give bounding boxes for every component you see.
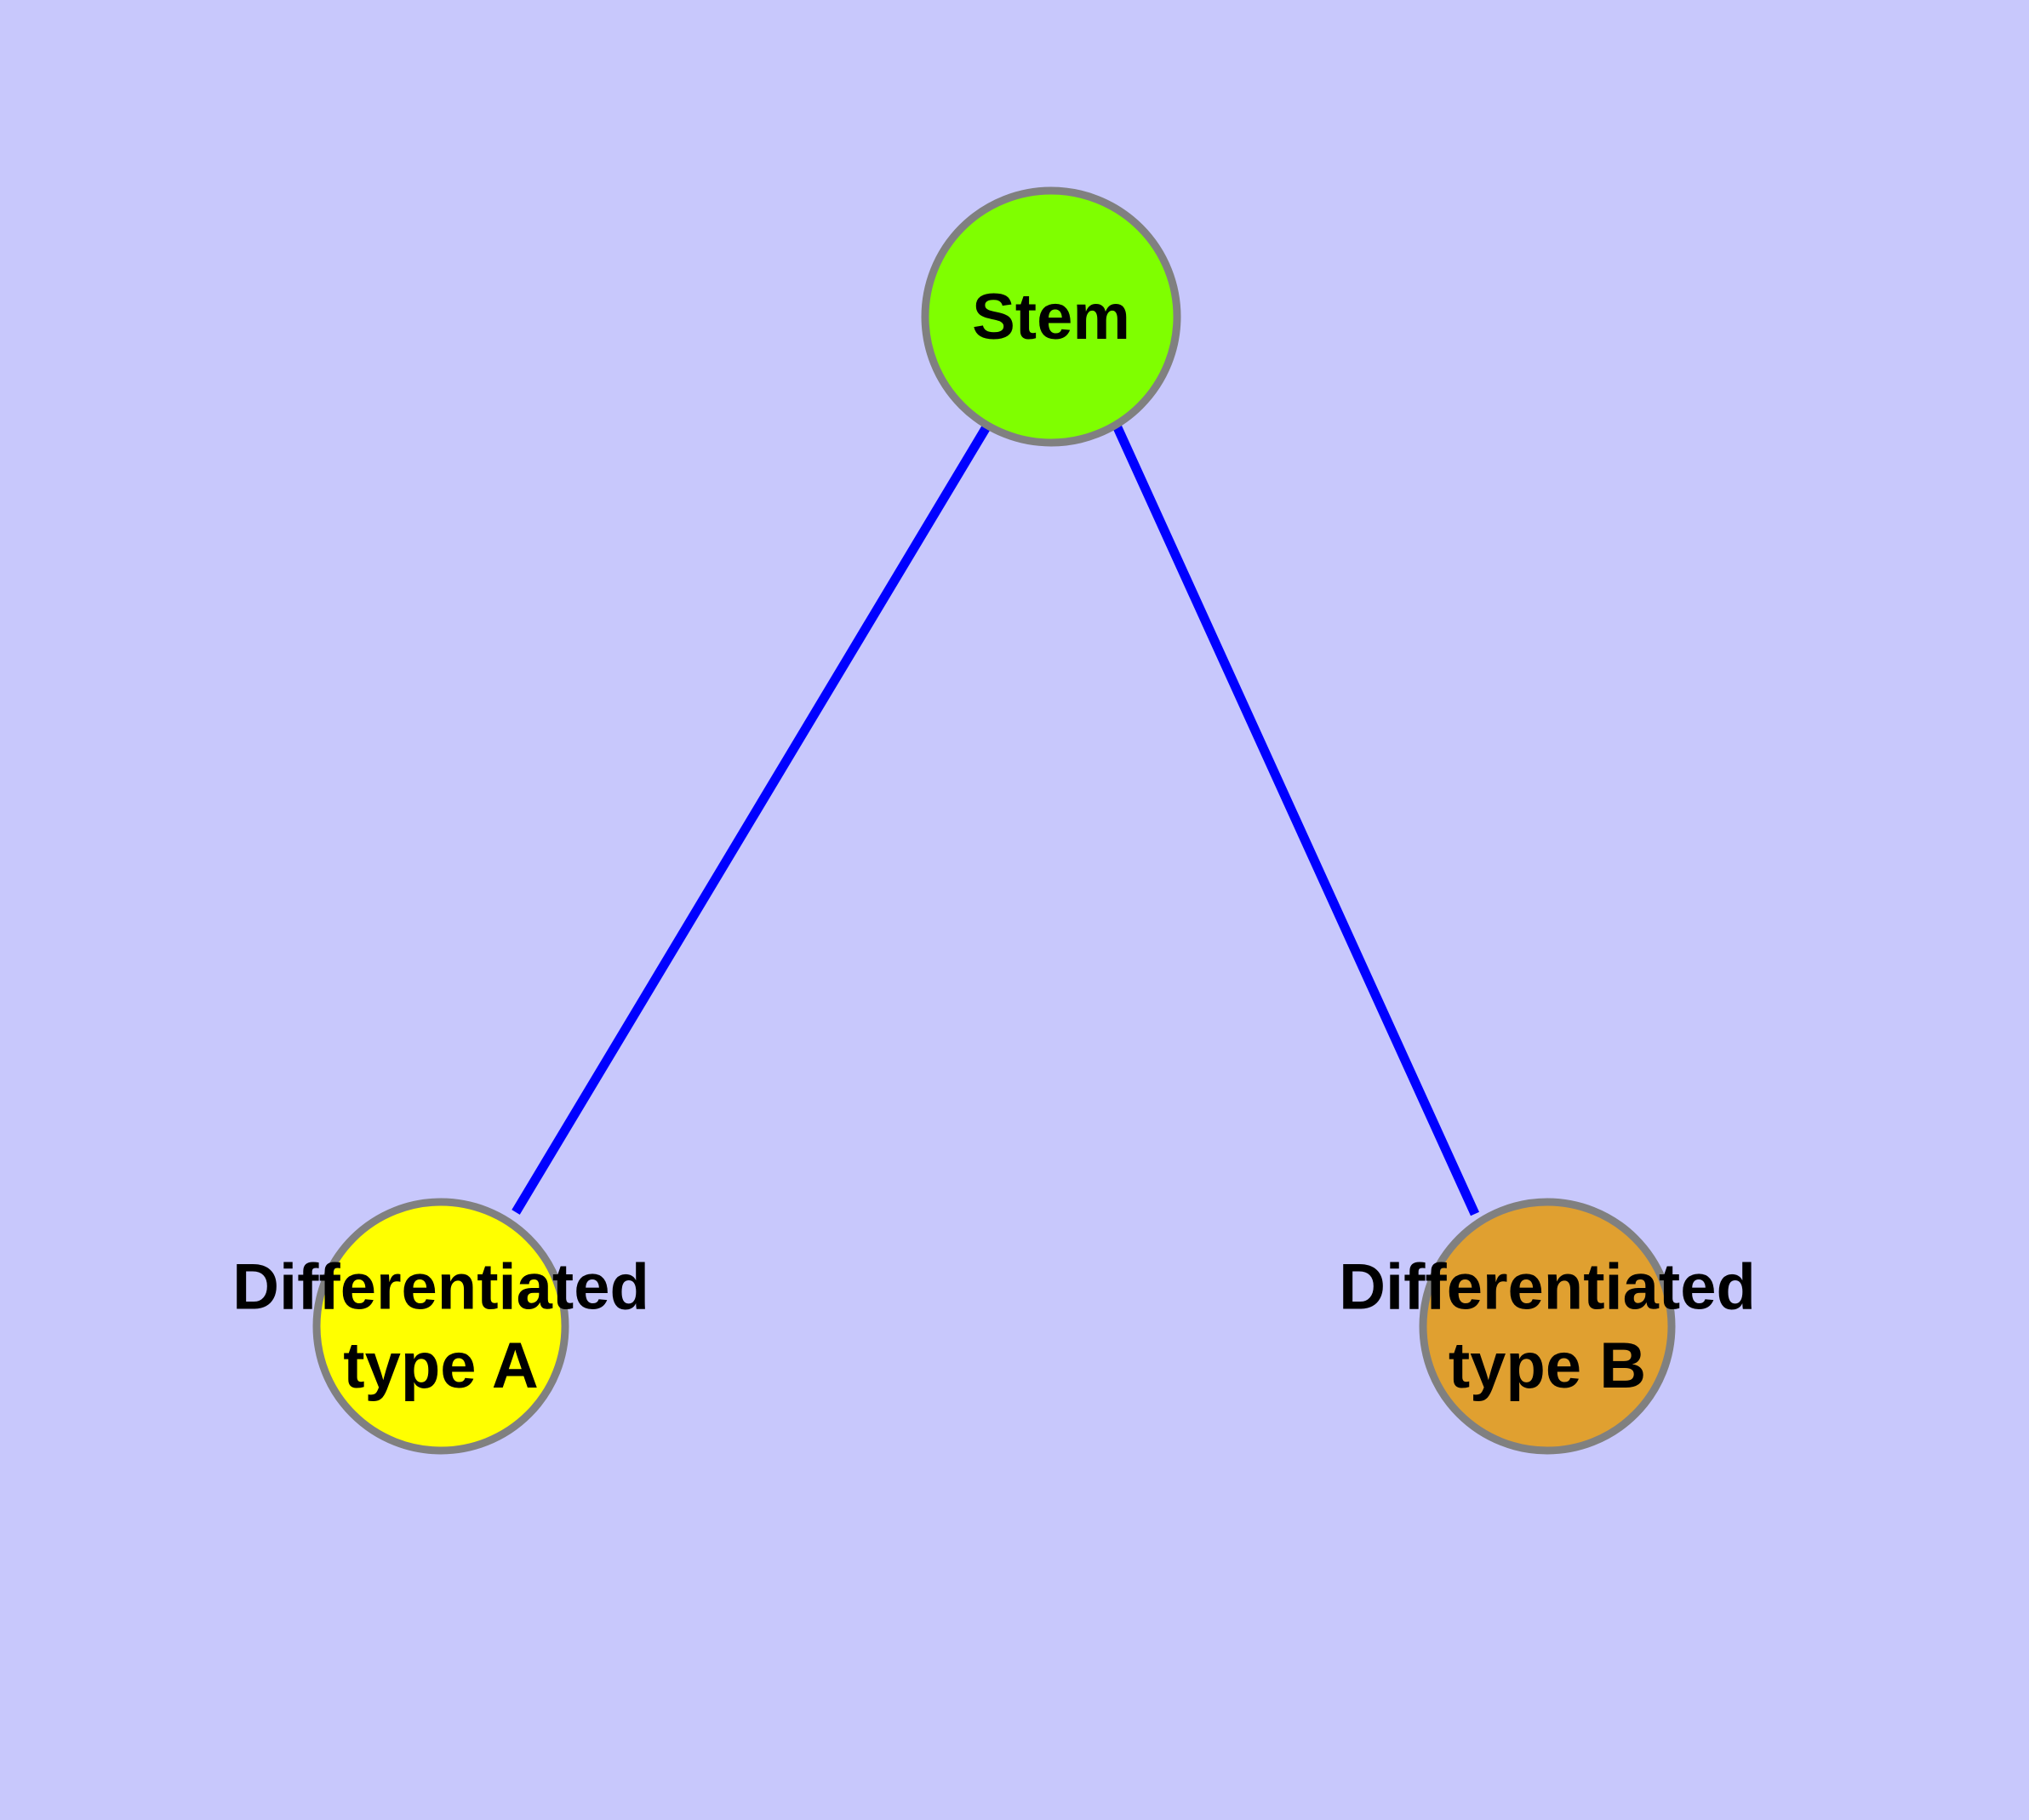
edges-layer (512, 423, 1480, 1216)
nodes-layer (312, 186, 1676, 1455)
edge-stem-diff-a (512, 423, 992, 1215)
node-circle-diff-b[interactable] (1419, 1198, 1676, 1455)
node-circle-stem[interactable] (921, 186, 1181, 447)
node-label-stem: Stem (972, 281, 1130, 353)
edge-stem-diff-b (1112, 423, 1480, 1216)
node-label-line: Differentiated (1339, 1251, 1756, 1323)
node-label-line: type A (343, 1330, 538, 1402)
node-label-line: type B (1449, 1330, 1646, 1402)
node-label-line: Differentiated (232, 1251, 649, 1323)
node-circle-diff-a[interactable] (312, 1198, 569, 1455)
node-label-line: Stem (972, 281, 1130, 353)
